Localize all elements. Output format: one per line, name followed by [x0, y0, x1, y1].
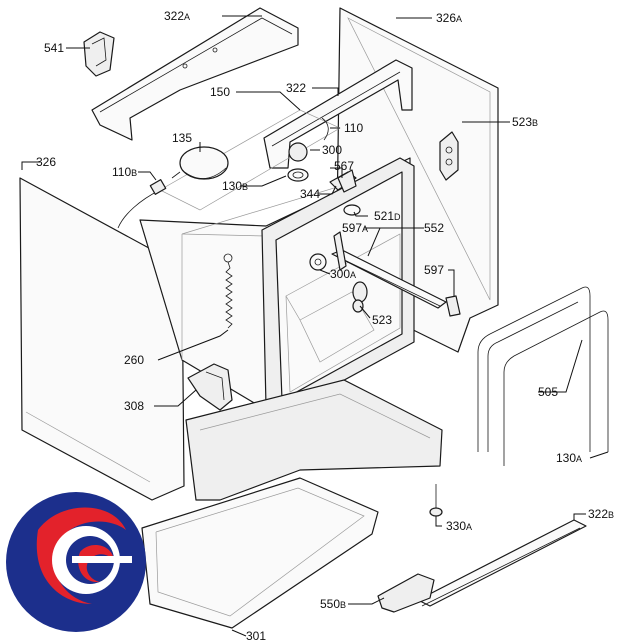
logo-red-swoosh	[36, 507, 126, 604]
part-labels: 322A 326A 541 322 150 110 523B 135 300 5…	[36, 9, 614, 640]
dispenser-135	[171, 146, 229, 180]
valve-group	[287, 117, 361, 216]
label-130b: 130B	[222, 179, 248, 193]
label-150: 150	[210, 85, 230, 99]
label-322a: 322A	[164, 9, 190, 23]
panel-326	[19, 177, 185, 501]
tray-301	[141, 477, 379, 629]
label-505: 505	[538, 385, 558, 399]
logo-white-bar	[72, 556, 132, 563]
label-110: 110	[344, 121, 363, 135]
label-322: 322	[286, 81, 306, 95]
leader-lines	[21, 15, 609, 637]
clip-541	[83, 31, 115, 77]
label-521d: 521D	[374, 209, 401, 223]
rail-322	[263, 59, 413, 169]
label-308: 308	[124, 399, 144, 413]
label-597a: 597A	[342, 221, 368, 235]
label-326: 326	[36, 155, 56, 169]
tub	[139, 157, 415, 415]
rail-322b	[417, 519, 587, 607]
label-130a: 130A	[556, 451, 582, 465]
label-550b: 550B	[320, 597, 346, 611]
label-552: 552	[424, 221, 444, 235]
label-597: 597	[424, 263, 444, 277]
spring-260	[223, 253, 233, 329]
label-300a: 300A	[330, 267, 356, 281]
hose-110b	[117, 179, 167, 229]
label-567: 567	[334, 159, 354, 173]
label-344: 344	[300, 187, 320, 201]
bracket-550b	[377, 573, 435, 613]
label-326a: 326A	[436, 11, 462, 25]
base-frame	[185, 379, 443, 501]
label-330a: 330A	[446, 519, 472, 533]
label-110b: 110B	[112, 165, 137, 179]
label-300: 300	[322, 143, 342, 157]
label-322b: 322B	[588, 507, 614, 521]
label-541: 541	[44, 41, 64, 55]
hinge-308	[187, 363, 233, 411]
label-301: 301	[246, 629, 266, 640]
rail-322a	[91, 7, 299, 141]
spray-bar-552	[309, 231, 461, 317]
foot-330a	[429, 484, 443, 517]
label-523: 523	[372, 313, 392, 327]
label-135: 135	[172, 131, 192, 145]
brand-logo	[6, 492, 146, 632]
logo-inner-red	[78, 545, 114, 583]
label-260: 260	[124, 353, 144, 367]
label-523b: 523B	[512, 115, 538, 129]
seal-505	[477, 286, 609, 466]
